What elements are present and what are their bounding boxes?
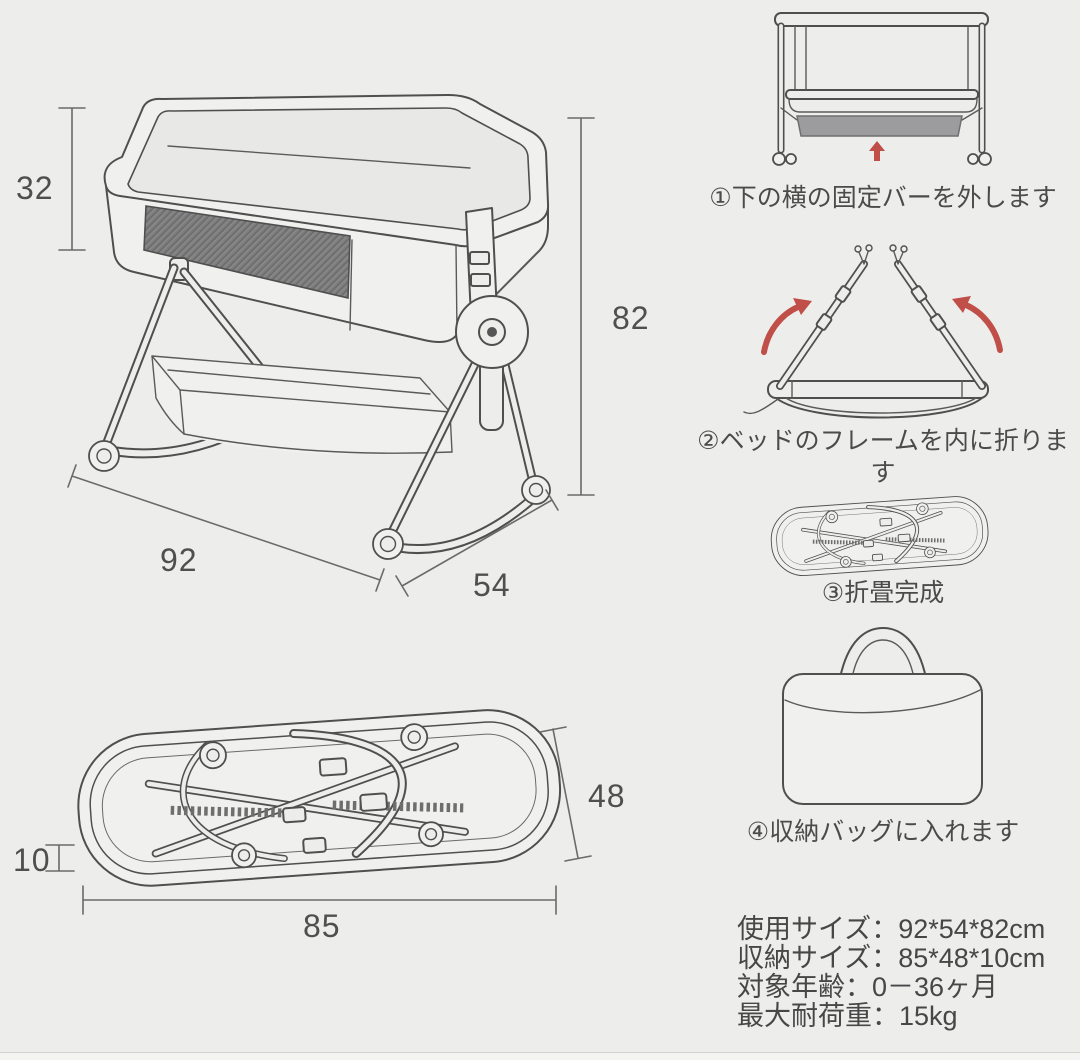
mesh-panel — [143, 205, 351, 300]
adjuster-knob — [455, 207, 529, 431]
spec-list: 使用サイズ：92*54*82cm 収納サイズ：85*48*10cm 対象年齢：0… — [737, 915, 1045, 1031]
storage-bag — [782, 627, 983, 805]
dim-label-total-height: 82 — [612, 300, 650, 336]
step1-caption: ①下の横の固定バーを外します — [709, 184, 1057, 212]
step3-illustration — [769, 494, 990, 577]
folded-dimension-lines — [45, 726, 592, 915]
storage-basket — [151, 355, 453, 455]
dim-label-folded-thickness: 10 — [13, 842, 51, 878]
dim-label-folded-length: 85 — [303, 908, 341, 944]
caster-wheel — [372, 475, 551, 560]
step4-illustration — [782, 627, 983, 805]
spec-storage-size: 収納サイズ：85*48*10cm — [737, 943, 1046, 973]
bottom-edge-divider — [0, 1052, 1080, 1060]
caster-wheel — [199, 723, 444, 869]
main-crib-drawing — [103, 94, 550, 343]
red-arrow-up-icon — [869, 141, 885, 161]
red-arrow-fold-left-icon — [761, 298, 812, 355]
folded-crib-drawing — [77, 709, 562, 887]
step2-caption: ②ベッドのフレームを内に折ります — [697, 427, 1069, 487]
main-dimension-lines — [58, 107, 595, 597]
fixing-bar — [796, 115, 963, 137]
step1-illustration — [772, 12, 992, 166]
red-arrow-fold-right-icon — [952, 296, 1003, 353]
spec-max-load: 最大耐荷重：15kg — [737, 1001, 958, 1031]
spec-use-size: 使用サイズ：92*54*82cm — [737, 914, 1046, 944]
caster-wheel — [772, 152, 992, 166]
dim-label-folded-depth: 48 — [588, 778, 626, 814]
spec-target-age: 対象年齢：0－36ヶ月 — [737, 972, 999, 1002]
dim-label-side-height: 32 — [16, 170, 54, 206]
step2-illustration — [743, 244, 1003, 419]
step4-caption: ④収納バッグに入れます — [746, 818, 1020, 846]
right-leg-frame — [372, 337, 551, 560]
dim-label-length: 92 — [160, 542, 198, 578]
step3-caption: ③折畳完成 — [821, 579, 945, 607]
dim-label-depth: 54 — [473, 567, 511, 603]
